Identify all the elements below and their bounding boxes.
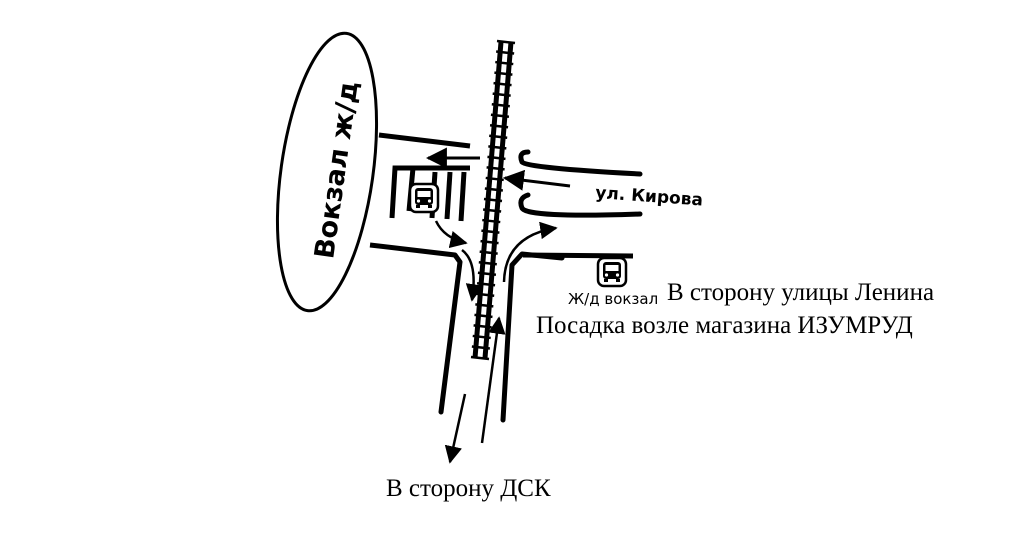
- railway-tie: [489, 124, 509, 129]
- arrow-turn-south: [461, 249, 484, 302]
- railway-tie: [482, 218, 501, 224]
- railway-tie: [489, 134, 508, 140]
- traffic-arrows: [425, 147, 571, 464]
- station-building: Вокзал ж/д: [275, 31, 379, 313]
- direction-dsk: В сторону ДСК: [386, 475, 551, 502]
- railway-tie: [482, 208, 502, 213]
- railway-tie: [486, 166, 505, 171]
- direction-lenin-line1: В сторону улицы Ленина: [667, 279, 934, 306]
- railway-tie: [472, 334, 491, 340]
- bus-icon: [408, 182, 440, 214]
- railway: [470, 39, 516, 361]
- bus-stop-label: Ж/д вокзал: [568, 290, 658, 308]
- railway-tie: [485, 176, 504, 182]
- bus-icon: [596, 256, 628, 288]
- railway-tie: [481, 229, 500, 234]
- railway-tie: [491, 102, 510, 108]
- railway-tie: [478, 260, 497, 266]
- railway-tie: [494, 71, 513, 76]
- railway-tie: [470, 355, 490, 361]
- railway-tie: [484, 187, 504, 192]
- railway-tie: [480, 239, 499, 245]
- railway-tie: [495, 50, 515, 55]
- arrow-to-dsk: [444, 393, 467, 464]
- railway-tie: [487, 155, 506, 161]
- railway-tie: [493, 81, 512, 87]
- street-label: ул. Кирова: [595, 183, 704, 210]
- railway-tie: [495, 60, 514, 66]
- railway-tie: [490, 113, 510, 118]
- arrow-kirova-inbound: [502, 169, 571, 191]
- arrow-turn-kirova: [502, 221, 558, 283]
- arrow-from-dsk: [480, 316, 506, 444]
- railway-tie: [492, 92, 511, 97]
- railway-tie: [483, 197, 503, 203]
- railway-tie: [479, 250, 498, 255]
- railway-tie: [477, 271, 497, 276]
- arrow-exit-station: [434, 220, 468, 249]
- direction-lenin-line2: Посадка возле магазина ИЗУМРУД: [536, 312, 913, 339]
- railway-tie: [496, 39, 516, 45]
- railway-tie: [475, 303, 494, 308]
- kirova-street: ул. Кирова: [518, 149, 704, 259]
- railway-tie: [471, 345, 491, 350]
- railway-tie: [488, 145, 507, 150]
